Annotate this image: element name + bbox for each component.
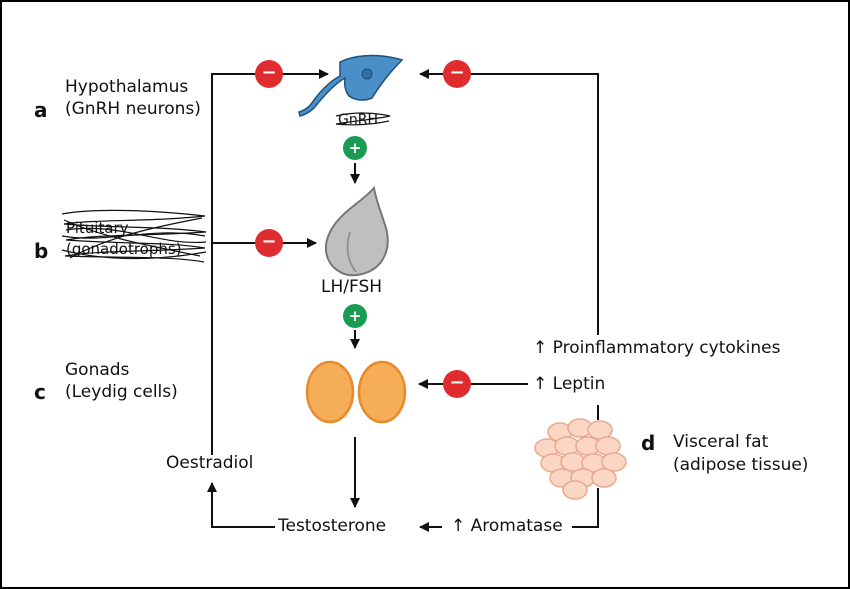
label-letter-a: a: [34, 98, 48, 122]
fat-cell: [562, 480, 588, 500]
stimulate-badge-gnrh: [343, 136, 367, 160]
gonads-label: Gonads: [65, 360, 130, 380]
visceral-fat-sublabel: (adipose tissue): [673, 455, 809, 475]
lhfsh-label: LH/FSH: [321, 277, 383, 297]
gnrh-label: GnRH: [338, 112, 378, 128]
hypothalamus-sublabel: (GnRH neurons): [65, 99, 201, 119]
inhibit-badge-gonads: [443, 370, 471, 398]
pituitary-label-scribble: [61, 209, 207, 263]
inhibit-badge-hypothalamus-right: [443, 60, 471, 88]
testosterone-to-oestradiol-line: [207, 482, 275, 528]
visceral-fat-icon: [534, 418, 627, 500]
fat-cell: [601, 452, 627, 472]
pituitary-icon: [324, 185, 389, 277]
label-letter-b: b: [34, 239, 49, 263]
hypothalamus-label: Hypothalamus: [65, 77, 189, 97]
pituitary-sublabel: (gonadotrophs): [66, 240, 182, 258]
fat-cell: [595, 436, 621, 456]
cytokines-label: ↑ Proinflammatory cytokines: [533, 338, 781, 358]
label-letter-d: d: [641, 431, 656, 455]
inhibit-sign: −: [261, 231, 277, 252]
pituitary-label: Pituitary: [66, 219, 129, 237]
leptin-label: ↑ Leptin: [533, 374, 606, 394]
gonads-icon: [305, 360, 407, 424]
cytokines-to-hypothalamus-line: [419, 69, 599, 335]
inhibit-badge-hypothalamus-left: [255, 60, 283, 88]
inhibit-sign: −: [261, 62, 277, 83]
gnrh-neuron-icon: [298, 54, 404, 117]
inhibit-badge-pituitary: [255, 229, 283, 257]
fat-cell: [591, 468, 617, 488]
oestradiol-to-hypothalamus-line: [211, 69, 329, 455]
fat-aromatase-connector: [572, 488, 599, 528]
oestradiol-label: Oestradiol: [166, 453, 254, 473]
inhibit-sign: −: [449, 62, 465, 83]
gonads-sublabel: (Leydig cells): [65, 382, 178, 402]
gnrh-label-scribble: [335, 112, 391, 126]
stimulate-badge-lhfsh: [343, 304, 367, 328]
aromatase-label: ↑ Aromatase: [451, 516, 563, 536]
stimulate-sign: +: [348, 307, 362, 325]
label-letter-c: c: [34, 380, 46, 404]
stimulate-sign: +: [348, 139, 362, 157]
inhibit-sign: −: [449, 372, 465, 393]
testosterone-label: Testosterone: [278, 516, 387, 536]
visceral-fat-label: Visceral fat: [673, 432, 769, 452]
